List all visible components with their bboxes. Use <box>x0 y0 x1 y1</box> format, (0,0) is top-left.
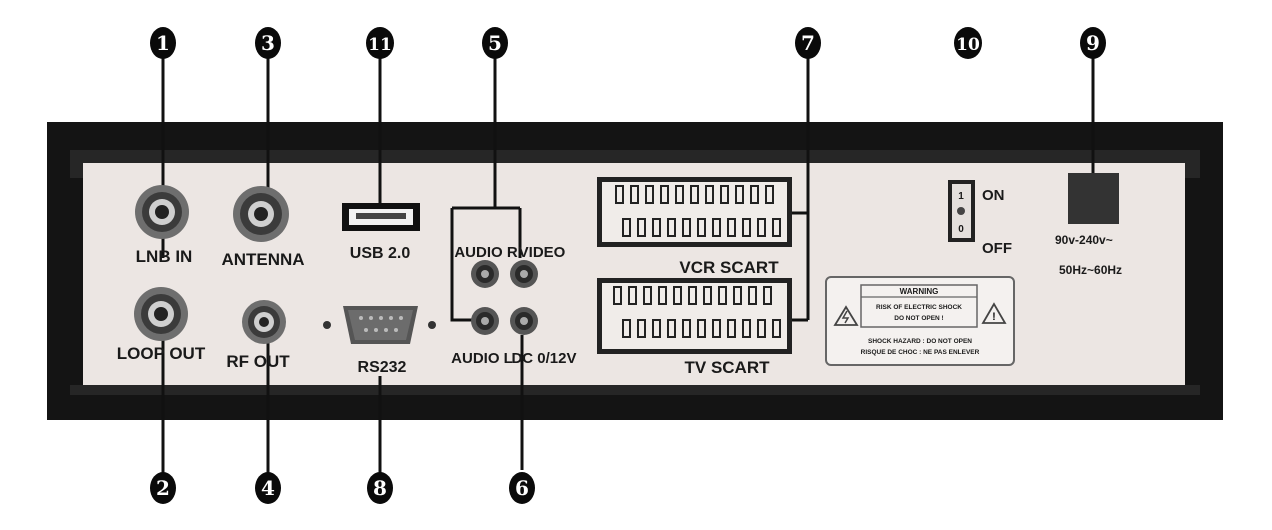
svg-text:7: 7 <box>801 31 815 55</box>
tv-scart-connector <box>597 278 792 354</box>
audio-r-label: AUDIO R <box>454 244 518 261</box>
rs232-label: RS232 <box>358 359 407 376</box>
callout-8: 8 <box>367 472 393 504</box>
svg-text:11: 11 <box>368 35 392 55</box>
dc-label: DC 0/12V <box>511 350 576 367</box>
callout-10: 10 <box>954 27 982 59</box>
switch-0-label: 0 <box>958 224 964 235</box>
video-label: VIDEO <box>519 244 566 261</box>
power-switch: 1 0 <box>948 180 975 242</box>
callout-4: 4 <box>255 472 281 504</box>
warning-line1: RISK OF ELECTRIC SHOCK <box>876 304 962 311</box>
warning-line3: SHOCK HAZARD : DO NOT OPEN <box>868 338 972 345</box>
loop-out-label: LOOP OUT <box>117 344 206 363</box>
svg-text:2: 2 <box>156 476 170 500</box>
lnb-in-connector <box>135 185 189 239</box>
svg-text:!: ! <box>992 311 996 323</box>
switch-off-label: OFF <box>982 240 1012 257</box>
chassis <box>47 122 1223 420</box>
svg-text:3: 3 <box>261 31 275 55</box>
audio-l-label: AUDIO L <box>451 350 513 367</box>
tv-scart-label: TV SCART <box>685 358 771 377</box>
warning-line2: DO NOT OPEN ! <box>894 315 943 322</box>
rf-out-label: RF OUT <box>226 352 290 371</box>
callout-2: 2 <box>150 472 176 504</box>
audio-r-jack <box>471 260 499 288</box>
vcr-scart-label: VCR SCART <box>679 258 779 277</box>
switch-1-label: 1 <box>958 191 964 202</box>
rf-out-connector <box>242 300 286 344</box>
callout-9: 9 <box>1080 27 1106 59</box>
callout-7: 7 <box>795 27 821 59</box>
power-input-socket <box>1068 173 1119 224</box>
voltage-label: 90v-240v~ <box>1055 233 1113 247</box>
loop-out-connector <box>134 287 188 341</box>
vcr-scart-connector <box>597 177 792 247</box>
warning-label: ! WARNING RISK OF ELECTRIC SHOCK DO NOT … <box>825 276 1015 366</box>
callout-3: 3 <box>255 27 281 59</box>
svg-text:6: 6 <box>515 476 529 500</box>
frequency-label: 50Hz~60Hz <box>1059 263 1122 277</box>
rs232-port <box>323 306 436 344</box>
svg-text:9: 9 <box>1086 31 1100 55</box>
switch-on-label: ON <box>982 187 1005 204</box>
svg-text:8: 8 <box>373 476 387 500</box>
antenna-connector <box>233 186 289 242</box>
lnb-in-label: LNB IN <box>136 247 193 266</box>
svg-text:4: 4 <box>261 476 275 500</box>
callout-6: 6 <box>509 472 535 504</box>
usb-label: USB 2.0 <box>350 245 411 262</box>
warning-title: WARNING <box>900 287 939 296</box>
video-jack <box>510 260 538 288</box>
audio-l-jack <box>471 307 499 335</box>
callout-5: 5 <box>482 27 508 59</box>
svg-text:5: 5 <box>488 31 502 55</box>
callout-11: 11 <box>366 27 394 59</box>
callout-1: 1 <box>150 27 176 59</box>
warning-line4: RISQUE DE CHOC : NE PAS ENLEVER <box>861 349 980 356</box>
svg-text:1: 1 <box>156 31 170 55</box>
usb-port <box>342 203 420 231</box>
dc-jack <box>510 307 538 335</box>
svg-text:10: 10 <box>956 35 980 55</box>
antenna-label: ANTENNA <box>221 250 304 269</box>
